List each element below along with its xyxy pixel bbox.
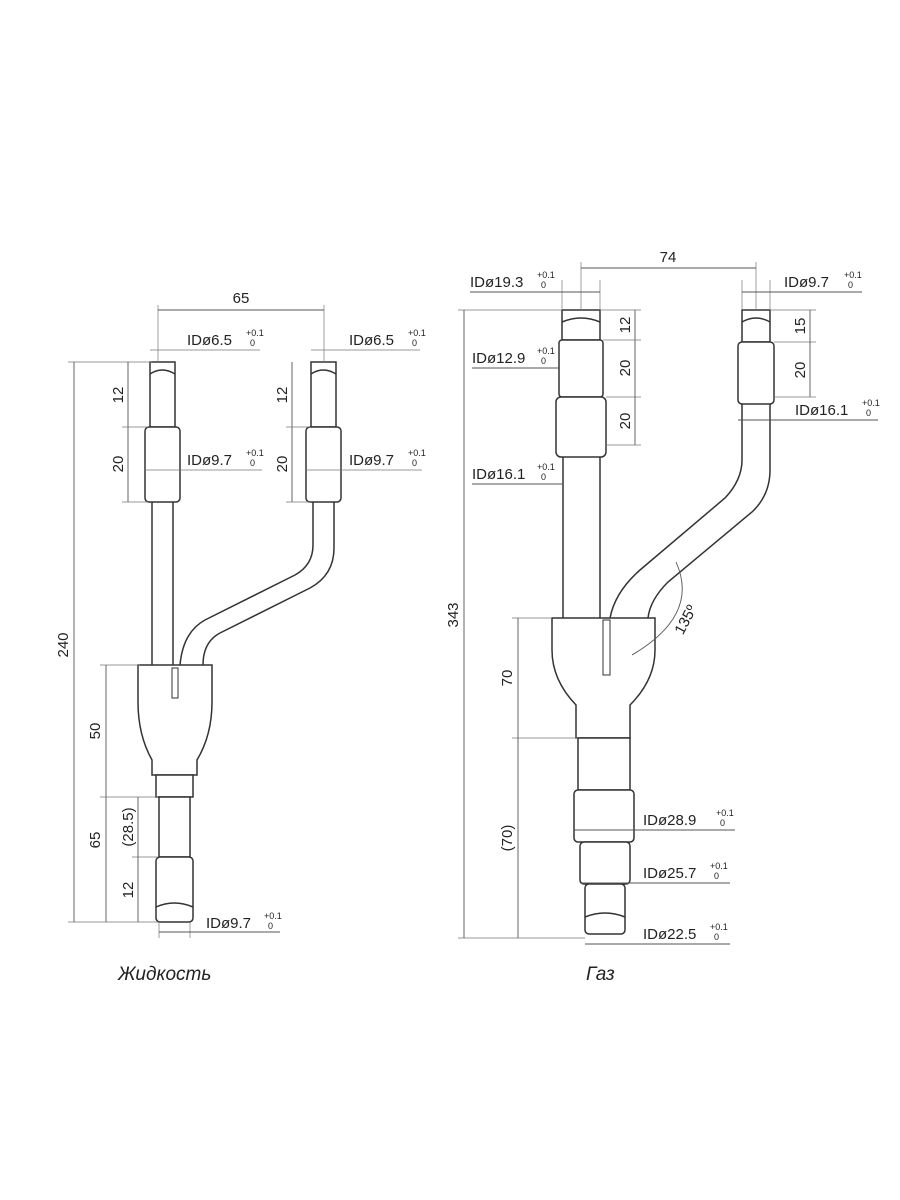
gas-collar-257	[579, 841, 631, 885]
gas-collar-289	[573, 789, 635, 843]
gas-id-129: IDø12.9	[472, 350, 525, 367]
gas-dim-width: 74	[660, 249, 677, 266]
liquid-dim-width: 65	[233, 290, 250, 307]
svg-text:0: 0	[720, 818, 725, 828]
liquid-dim-50: 50	[87, 723, 104, 740]
svg-text:0: 0	[848, 280, 853, 290]
svg-text:0: 0	[541, 280, 546, 290]
gas-angle-arc	[631, 561, 683, 656]
svg-text:0: 0	[866, 408, 871, 418]
svg-text:+0.1: +0.1	[408, 448, 426, 458]
liquid-dim-20-left: 20	[110, 456, 127, 473]
gas-id-193: IDø19.3	[470, 274, 523, 291]
gas-right-top-pipe	[741, 309, 771, 343]
gas-id-225: IDø22.5	[643, 926, 696, 943]
gas-dim-20a: 20	[617, 360, 634, 377]
gas-dim-total: 343	[445, 602, 462, 627]
gas-dim-70-bottom: (70)	[499, 825, 516, 852]
liquid-dim-20-right: 20	[274, 456, 291, 473]
gas-id-257: IDø25.7	[643, 865, 696, 882]
svg-text:+0.1: +0.1	[537, 462, 555, 472]
liquid-dim-total: 240	[55, 632, 72, 657]
svg-text:+0.1: +0.1	[710, 861, 728, 871]
svg-text:+0.1: +0.1	[246, 328, 264, 338]
liquid-body	[137, 664, 213, 776]
gas-dimensions: 74 343 12 20 20 15 20 135º 70 (70)	[445, 249, 880, 985]
gas-left-mid-pipe	[558, 339, 604, 398]
svg-text:0: 0	[250, 338, 255, 348]
liquid-dim-285: (28.5)	[120, 807, 137, 846]
liquid-lower-collar	[155, 774, 194, 798]
liquid-caption: Жидкость	[117, 964, 211, 985]
gas-dim-15: 15	[792, 318, 809, 335]
svg-text:+0.1: +0.1	[862, 398, 880, 408]
svg-text:0: 0	[412, 458, 417, 468]
liquid-lower-pipe	[158, 796, 191, 858]
liquid-dim-12-bottom: 12	[120, 882, 137, 899]
liquid-dim-12-right: 12	[274, 387, 291, 404]
liquid-id-top-right: IDø6.5	[349, 332, 394, 349]
gas-lower-pipe	[577, 737, 631, 791]
liquid-branch-drawing	[137, 361, 342, 923]
svg-text:+0.1: +0.1	[537, 270, 555, 280]
liquid-dim-12-left: 12	[110, 387, 127, 404]
gas-branch-drawing	[551, 309, 775, 935]
svg-text:0: 0	[412, 338, 417, 348]
liquid-id-bottom: IDø9.7	[206, 915, 251, 932]
liquid-dimensions: 65 240 12 20 12 20 50 65 (28.5) 12 IDø6.…	[55, 290, 426, 985]
gas-right-mid-pipe	[737, 341, 775, 405]
liquid-left-mid-pipe	[144, 426, 181, 503]
liquid-id-mid-left: IDø9.7	[187, 452, 232, 469]
liquid-right-mid-pipe	[305, 426, 342, 503]
gas-dim-20b: 20	[617, 413, 634, 430]
liquid-dim-65: 65	[87, 832, 104, 849]
svg-text:+0.1: +0.1	[537, 346, 555, 356]
svg-text:0: 0	[268, 921, 273, 931]
svg-text:+0.1: +0.1	[710, 922, 728, 932]
svg-text:+0.1: +0.1	[716, 808, 734, 818]
gas-id-161-right: IDø16.1	[795, 402, 848, 419]
gas-dim-12: 12	[617, 317, 634, 334]
svg-text:0: 0	[541, 356, 546, 366]
gas-collar-225	[584, 883, 626, 935]
liquid-id-top-left: IDø6.5	[187, 332, 232, 349]
svg-text:+0.1: +0.1	[264, 911, 282, 921]
gas-id-289: IDø28.9	[643, 812, 696, 829]
gas-dim-angle: 135º	[671, 602, 701, 637]
svg-text:0: 0	[250, 458, 255, 468]
gas-dim-20-right: 20	[792, 362, 809, 379]
liquid-id-mid-right: IDø9.7	[349, 452, 394, 469]
svg-text:+0.1: +0.1	[408, 328, 426, 338]
svg-text:+0.1: +0.1	[844, 270, 862, 280]
gas-left-lower-pipe	[555, 396, 607, 458]
liquid-bottom-pipe	[155, 856, 194, 923]
svg-text:+0.1: +0.1	[246, 448, 264, 458]
svg-text:0: 0	[714, 871, 719, 881]
gas-left-top-pipe	[561, 309, 601, 341]
gas-caption: Газ	[586, 964, 615, 985]
gas-id-161-left: IDø16.1	[472, 466, 525, 483]
svg-text:0: 0	[714, 932, 719, 942]
gas-dim-70: 70	[499, 670, 516, 687]
svg-text:0: 0	[541, 472, 546, 482]
gas-id-97: IDø9.7	[784, 274, 829, 291]
